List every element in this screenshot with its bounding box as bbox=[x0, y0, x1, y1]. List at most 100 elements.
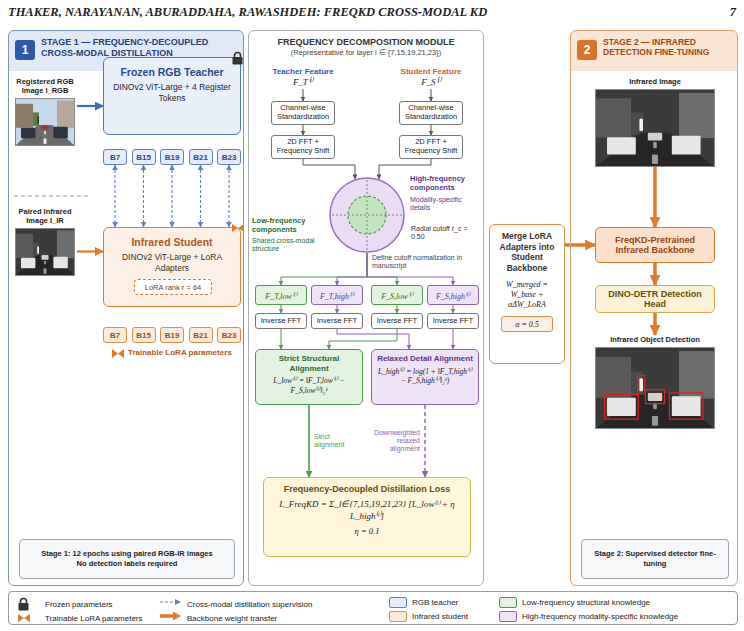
legend-item: Frozen parameters bbox=[17, 597, 113, 611]
annotation-label: THAKER, NARAYANAN, ABURADDAHA, RAWASHDEH… bbox=[8, 5, 648, 20]
node-text: Infrared Object Detection bbox=[591, 335, 719, 344]
node-text: F_S⁽ˡ⁾ bbox=[391, 77, 471, 88]
node-text: 2D FFT + Frequency Shift bbox=[275, 138, 331, 155]
node-text: F_T,high⁽ˡ⁾ bbox=[312, 290, 362, 301]
detection-image: Infrared Object Detection bbox=[591, 335, 719, 429]
annotation-label: 7 bbox=[716, 5, 736, 20]
note-box: Stage 1: 12 epochs using paired RGB-IR i… bbox=[19, 539, 235, 579]
node-text: FreqKD-Pretrained Infrared Backbone bbox=[600, 235, 710, 255]
node-text: Inverse FFT bbox=[258, 317, 304, 326]
node-text: Stage 1: 12 epochs using paired RGB-IR i… bbox=[24, 549, 230, 559]
feature-box: F_S,low⁽ˡ⁾ bbox=[371, 285, 423, 305]
node-text: Merge LoRA Adapters into Student Backbon… bbox=[494, 231, 560, 274]
stage-panel: 1 STAGE 1 — FREQUENCY-DECOUPLED CROSS-MOD… bbox=[8, 30, 244, 586]
legend-text: Cross-modal distillation supervision bbox=[187, 600, 312, 609]
ir-image-picture bbox=[595, 89, 715, 167]
node-text: B21 bbox=[190, 331, 212, 340]
backbone-box: FreqKD-Pretrained Infrared Backbone bbox=[595, 227, 715, 263]
connector bbox=[303, 159, 355, 179]
process-box: Channel-wise Standardization bbox=[399, 101, 463, 125]
node-text: B19 bbox=[161, 153, 183, 162]
legend-text: Low-frequency structural knowledge bbox=[522, 598, 650, 607]
connector bbox=[281, 305, 282, 313]
teacher-box: Frozen RGB TeacherDINOv2 ViT-Large + 4 R… bbox=[103, 57, 241, 135]
legend-item: High-frequency modality-specific knowled… bbox=[499, 611, 678, 622]
node-text: Radial cutoff r_c = 0.50 bbox=[411, 225, 483, 242]
legend-symbol bbox=[159, 597, 182, 611]
process-box: Channel-wise Standardization bbox=[271, 101, 335, 125]
feature-box: F_T,low⁽ˡ⁾ bbox=[255, 285, 307, 305]
node-text: B23 bbox=[218, 153, 240, 162]
feature-box: F_T,high⁽ˡ⁾ bbox=[311, 285, 363, 305]
node-text: Paired Infrared Image I_IR bbox=[13, 207, 77, 225]
rgb-image: Registered RGB Image I_RGB bbox=[13, 77, 77, 146]
legend-item: RGB teacher bbox=[389, 597, 458, 608]
connector bbox=[281, 329, 282, 349]
legend-item: Cross-modal distillation supervision bbox=[159, 597, 312, 611]
merge-box: Merge LoRA Adapters into Student Backbon… bbox=[489, 224, 565, 364]
node-text: B7 bbox=[104, 331, 126, 340]
block-box: B7 bbox=[103, 149, 127, 165]
process-box: 2D FFT + Frequency Shift bbox=[399, 135, 463, 159]
node-text: Stage 2: Supervised detector fine-tuning bbox=[586, 549, 724, 569]
block-box: B15 bbox=[132, 327, 156, 343]
legend-text: Frozen parameters bbox=[45, 600, 113, 609]
node-text: F_T⁽ˡ⁾ bbox=[263, 77, 343, 88]
block-box: B23 bbox=[217, 327, 241, 343]
lock-icon bbox=[231, 51, 245, 65]
ir-image-picture bbox=[15, 228, 75, 276]
annotation-label: Define cutoff normalization in manuscrip… bbox=[372, 254, 480, 270]
node-text: 2D FFT + Frequency Shift bbox=[403, 138, 459, 155]
connector bbox=[431, 89, 432, 101]
feature-box: F_S,high⁽ˡ⁾ bbox=[427, 285, 479, 305]
legend-item: Low-frequency structural knowledge bbox=[499, 597, 650, 608]
head-box: DINO-DETR Detection Head bbox=[595, 285, 715, 313]
loss-box: Frequency-Decoupled Distillation LossL_F… bbox=[263, 477, 471, 557]
node-text: W_merged = W_base + αΔW_LoRA bbox=[494, 280, 560, 310]
node-text: Student Feature bbox=[391, 67, 471, 77]
connector-label: Downweighted relaxed alignment bbox=[372, 429, 420, 453]
process-box: Inverse FFT bbox=[311, 313, 363, 329]
node-text: B21 bbox=[190, 153, 212, 162]
node-text: STAGE 2 — INFRARED DETECTION FINE-TUNING bbox=[603, 37, 733, 57]
node-text: 1 bbox=[15, 40, 35, 60]
process-box: Inverse FFT bbox=[427, 313, 479, 329]
annotation-label: Modality-specific details bbox=[410, 196, 482, 213]
legend-text: Infrared student bbox=[412, 612, 468, 621]
note-box: Stage 2: Supervised detector fine-tuning bbox=[581, 539, 729, 579]
connector-label: Strict alignment bbox=[314, 433, 362, 449]
legend-symbol bbox=[17, 597, 40, 611]
connector bbox=[337, 253, 367, 285]
frequency-circle: Radial cutoff r_c = 0.50 bbox=[329, 177, 405, 253]
node-text: (Representative for layer l ∈ {7,15,19,2… bbox=[249, 48, 483, 57]
connector bbox=[303, 89, 304, 101]
node-text: DINOv2 ViT-Large + 4 Register Tokens bbox=[110, 82, 234, 103]
annotation-label: Trainable LoRA parameters bbox=[128, 348, 238, 358]
connector bbox=[281, 253, 367, 285]
block-box: B7 bbox=[103, 327, 127, 343]
annotation-label: High-frequency components bbox=[410, 174, 482, 192]
legend-swatch bbox=[389, 597, 407, 608]
param-box: α = 0.5 bbox=[501, 316, 553, 332]
node-text: F_S,high⁽ˡ⁾ bbox=[428, 290, 478, 301]
node-text: STAGE 1 — FREQUENCY-DECOUPLED CROSS-MODA… bbox=[41, 37, 239, 59]
legend-symbol bbox=[17, 611, 40, 625]
loss-box: Relaxed Detail AlignmentL_high⁽ˡ⁾ = log(… bbox=[371, 349, 479, 405]
connector bbox=[453, 305, 454, 313]
node-text: Infrared Student bbox=[110, 236, 234, 248]
node-text: Inverse FFT bbox=[430, 317, 476, 326]
node-text: DINOv2 ViT-Large + LoRA Adapters bbox=[110, 252, 234, 273]
node-text: B7 bbox=[104, 153, 126, 162]
connector bbox=[453, 329, 454, 349]
process-box: 2D FFT + Frequency Shift bbox=[271, 135, 335, 159]
block-box: B15 bbox=[132, 149, 156, 165]
process-box: Inverse FFT bbox=[371, 313, 423, 329]
student-box: Infrared StudentDINOv2 ViT-Large + LoRA … bbox=[103, 227, 241, 307]
node-text: Channel-wise Standardization bbox=[275, 104, 331, 121]
connector bbox=[337, 305, 338, 313]
node-text: FREQUENCY DECOMPOSITION MODULE bbox=[249, 37, 483, 47]
legend-item: Infrared student bbox=[389, 611, 468, 622]
lora-icon bbox=[231, 221, 245, 235]
